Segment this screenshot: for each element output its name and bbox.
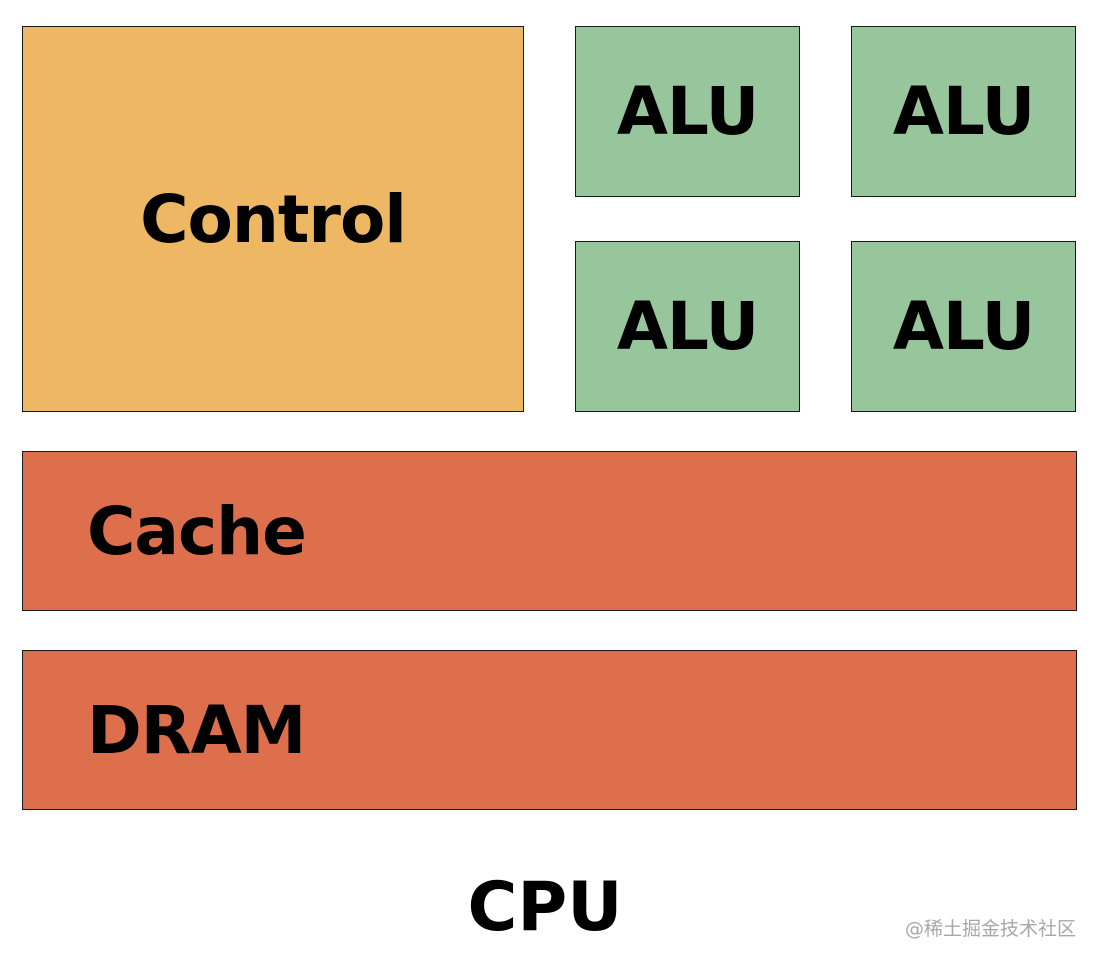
- dram-block: DRAM: [22, 650, 1077, 810]
- cache-block: Cache: [22, 451, 1077, 611]
- alu-label: ALU: [616, 288, 759, 365]
- watermark-text: @稀土掘金技术社区: [904, 918, 1076, 940]
- alu-block: ALU: [851, 241, 1076, 412]
- alu-label: ALU: [616, 73, 759, 150]
- dram-label: DRAM: [87, 691, 306, 769]
- alu-label: ALU: [892, 73, 1035, 150]
- alu-label: ALU: [892, 288, 1035, 365]
- alu-block: ALU: [851, 26, 1076, 197]
- cache-label: Cache: [87, 492, 307, 570]
- alu-block: ALU: [575, 26, 800, 197]
- control-label: Control: [140, 180, 407, 258]
- control-block: Control: [22, 26, 524, 412]
- alu-block: ALU: [575, 241, 800, 412]
- diagram-caption: CPU: [467, 868, 623, 947]
